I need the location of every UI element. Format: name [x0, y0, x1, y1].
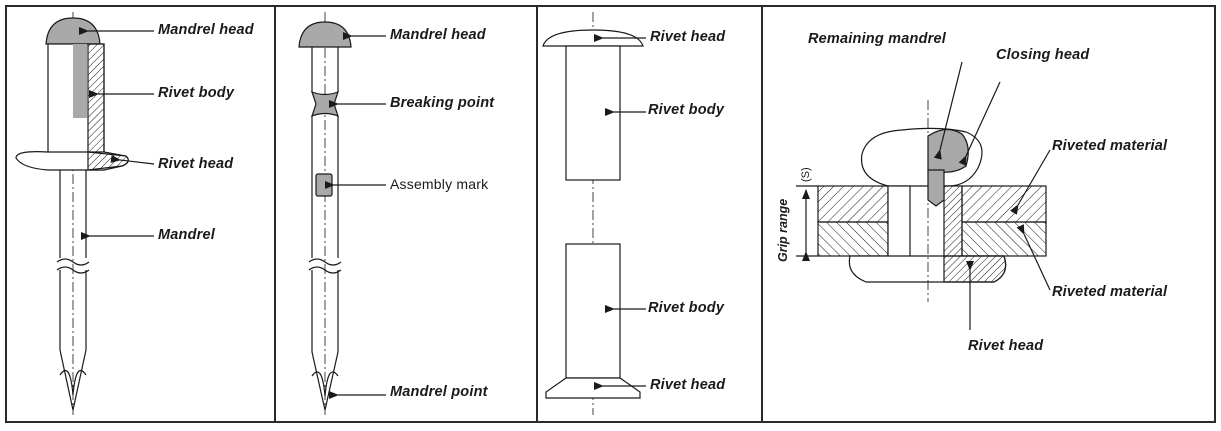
panel1-leaders: [79, 27, 155, 240]
label-breaking-point: Breaking point: [390, 95, 495, 111]
label-rivet-body-bottom: Rivet body: [648, 300, 725, 316]
label-rivet-body-top: Rivet body: [648, 102, 725, 118]
panel3-leaders: [594, 34, 646, 390]
label-closing-head: Closing head: [996, 47, 1090, 63]
rivet-body-top: [565, 45, 621, 181]
mandrel-head: [298, 21, 352, 48]
breaking-point: [311, 90, 339, 118]
label-rivet-head-bottom: Rivet head: [650, 377, 726, 393]
frame: [5, 5, 1216, 423]
rivet-head-top: [542, 29, 644, 47]
label-mandrel-head-2: Mandrel head: [390, 27, 486, 43]
panel4-set-rivet: [796, 100, 1047, 302]
label-mandrel-point: Mandrel point: [390, 384, 488, 400]
label-remaining-mandrel: Remaining mandrel: [808, 31, 946, 47]
riveted-material-top: [817, 185, 889, 223]
label-mandrel-1: Mandrel: [158, 227, 215, 243]
rivet-head-bottom: [545, 377, 641, 399]
panel2-leaders: [325, 32, 386, 399]
panel3-rivet-parts: [542, 12, 644, 415]
riveted-material-bottom: [961, 221, 1047, 257]
label-riveted-material-top: Riveted material: [1052, 138, 1168, 154]
label-rivet-head-4: Rivet head: [968, 338, 1044, 354]
label-grip-range: Grip range: [776, 198, 790, 262]
panel4-leaders: [933, 61, 1051, 330]
mandrel-head: [45, 17, 101, 45]
label-rivet-body-1: Rivet body: [158, 85, 235, 101]
label-assembly-mark: Assembly mark: [390, 176, 489, 192]
assembly-mark: [315, 173, 333, 197]
panel2-mandrel: [298, 12, 352, 415]
label-s: (S): [800, 167, 812, 182]
remaining-mandrel: [927, 128, 969, 173]
label-riveted-material-bottom: Riveted material: [1052, 284, 1168, 300]
panel1-rivet-assembly: [15, 12, 129, 415]
label-rivet-head-1: Rivet head: [158, 156, 234, 172]
label-mandrel-head-1: Mandrel head: [158, 22, 254, 38]
label-rivet-head-top: Rivet head: [650, 29, 726, 45]
rivet-body-bottom: [565, 243, 621, 379]
